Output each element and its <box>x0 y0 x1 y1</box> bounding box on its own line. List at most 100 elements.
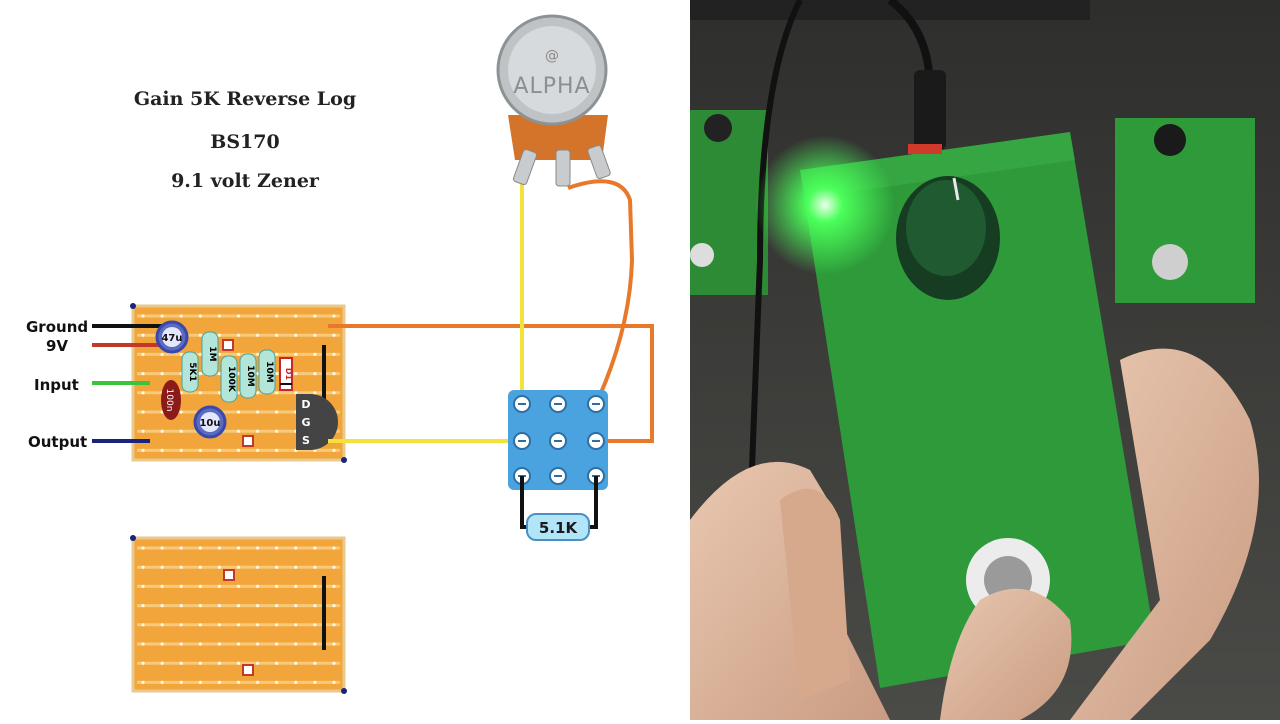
input-label: Input <box>34 376 79 394</box>
led-indicator <box>755 135 895 275</box>
strip-hole <box>198 661 202 665</box>
strip-hole <box>198 352 202 356</box>
resistor-5k1 <box>181 351 199 393</box>
track-cut <box>242 664 254 676</box>
strip-hole <box>332 448 336 452</box>
strip-hole <box>256 448 260 452</box>
strip-hole <box>294 372 298 376</box>
strip-hole <box>217 584 221 589</box>
transistor-pin-s: S <box>302 434 310 447</box>
capacitor-100n-label: 100n <box>164 389 174 412</box>
strip-hole <box>256 352 260 356</box>
strip-hole <box>256 372 260 376</box>
strip-hole <box>217 314 221 318</box>
strip-hole <box>198 565 202 569</box>
strip-hole <box>160 314 164 318</box>
board-corner-marker <box>341 688 347 694</box>
strip-hole <box>198 680 202 685</box>
strip-hole <box>313 372 317 376</box>
strip-hole <box>141 372 145 376</box>
strip-hole <box>141 314 145 318</box>
strip-hole <box>256 642 260 646</box>
dc-plug <box>914 70 946 150</box>
strip-hole <box>198 333 202 337</box>
resistor-100k-label: 100K <box>226 366 236 393</box>
nine-volt-label: 9V <box>46 337 69 355</box>
strip-hole <box>179 410 183 414</box>
strip-hole <box>236 410 241 414</box>
thumb <box>940 588 1072 720</box>
ground-label: Ground <box>26 318 89 336</box>
strip-hole <box>217 604 221 608</box>
strip-hole <box>160 642 164 646</box>
strip-hole <box>236 429 241 433</box>
strip-hole <box>313 623 317 627</box>
strip-hole <box>275 604 279 608</box>
strip-hole <box>332 584 336 589</box>
transistor-bs170 <box>296 394 338 450</box>
strip-hole <box>294 352 298 356</box>
resistor-1m <box>201 331 219 377</box>
strip-hole <box>179 565 183 569</box>
gain-knob-pointer <box>952 177 960 201</box>
strip-hole <box>256 584 260 589</box>
strip-hole <box>294 565 298 569</box>
title-gain: Gain 5K Reverse Log <box>133 88 357 110</box>
strip-hole <box>141 333 145 337</box>
strip-hole <box>179 604 183 608</box>
pot-symbol-label: @ <box>545 48 559 64</box>
strip-hole <box>313 661 317 665</box>
capacitor-10u-label: 10u <box>199 418 220 429</box>
pot-lug-3 <box>587 144 611 180</box>
strip-hole <box>332 546 336 550</box>
resistor-1m-label: 1M <box>207 346 217 361</box>
strip-hole <box>141 546 145 550</box>
pedal-photo-panel <box>690 0 1280 720</box>
strip-hole <box>141 623 145 627</box>
strip-hole <box>332 661 336 665</box>
strip-hole <box>294 546 298 550</box>
strip-hole <box>141 448 145 452</box>
finger-left <box>780 488 850 700</box>
resistor-5k1-label: 5K1 <box>187 362 197 382</box>
resistor-10m-b <box>258 349 276 395</box>
strip-hole <box>236 314 241 318</box>
stripboard-blank <box>131 536 346 693</box>
hand-right-fingers <box>1070 348 1259 720</box>
strip-hole <box>198 642 202 646</box>
stripboard-diagram-panel: Gain 5K Reverse Log BS170 9.1 volt Zener… <box>26 14 654 694</box>
pot-body <box>508 115 608 160</box>
strip-hole <box>236 661 241 665</box>
strip-hole <box>217 680 221 685</box>
strip-hole <box>332 680 336 685</box>
strip-hole <box>275 546 279 550</box>
strip-hole <box>160 680 164 685</box>
pot-lug-1 <box>512 148 538 186</box>
strip-hole <box>332 565 336 569</box>
gain-knob-top <box>906 180 986 276</box>
track-cut <box>222 339 234 351</box>
strip-hole <box>275 429 279 433</box>
strip-hole <box>141 410 145 414</box>
strip-hole <box>275 372 279 376</box>
resistor-100k <box>220 355 238 403</box>
strip-hole <box>332 372 336 376</box>
strip-hole <box>332 623 336 627</box>
strip-hole <box>313 680 317 685</box>
strip-hole <box>236 333 241 337</box>
strip-hole <box>236 391 241 395</box>
board-corner-marker <box>130 535 136 541</box>
strip-hole <box>275 642 279 646</box>
resistor-10m-a-label: 10M <box>245 365 255 387</box>
zener-diode <box>279 357 293 391</box>
strip-hole <box>275 623 279 627</box>
cable-left <box>747 0 803 521</box>
resistor-5-1k-label: 5.1K <box>539 519 579 537</box>
resistor-10m-a <box>239 353 257 399</box>
strip-hole <box>294 584 298 589</box>
strip-hole <box>275 584 279 589</box>
strip-hole <box>236 448 241 452</box>
strip-hole <box>179 314 183 318</box>
strip-hole <box>198 546 202 550</box>
background-pedal-right-switch <box>1152 244 1188 280</box>
